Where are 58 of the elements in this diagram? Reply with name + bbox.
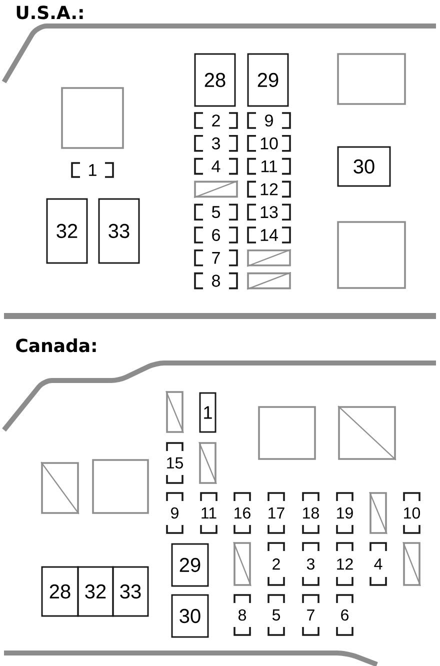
fuse: 12 bbox=[336, 542, 354, 586]
relay: 33 bbox=[112, 566, 149, 617]
empty-fuse-slot bbox=[166, 390, 184, 434]
empty-relay-slot bbox=[337, 53, 406, 105]
relay: 30 bbox=[337, 146, 391, 187]
fuse: 16 bbox=[234, 492, 251, 534]
fuse: 1 bbox=[71, 162, 114, 178]
empty-fuse-slot bbox=[402, 542, 421, 586]
fuse: 5 bbox=[194, 204, 238, 220]
fuse: 12 bbox=[247, 180, 291, 198]
fuse: 5 bbox=[268, 594, 285, 636]
section-heading: U.S.A.: bbox=[16, 6, 83, 20]
fuse: 13 bbox=[247, 204, 291, 220]
fuse: 15 bbox=[166, 442, 184, 484]
fuse: 11 bbox=[247, 158, 291, 175]
fuse: 9 bbox=[247, 112, 291, 129]
fuse: 3 bbox=[302, 542, 320, 586]
relay: 28 bbox=[41, 566, 79, 617]
fuse: 2 bbox=[268, 542, 285, 586]
relay: 33 bbox=[98, 198, 140, 264]
fuse: 4 bbox=[194, 158, 238, 175]
fuse: 7 bbox=[194, 250, 238, 266]
relay: 29 bbox=[171, 543, 209, 587]
relay: 29 bbox=[247, 53, 289, 107]
fuse: 9 bbox=[166, 492, 184, 534]
relay: 28 bbox=[194, 53, 236, 107]
section-heading: Canada: bbox=[16, 338, 96, 352]
empty-fuse-slot bbox=[246, 248, 292, 267]
fuse: 19 bbox=[336, 492, 354, 534]
fuse: 10 bbox=[403, 492, 420, 534]
fuse: 10 bbox=[247, 135, 291, 152]
empty-fuse-slot bbox=[198, 442, 217, 484]
fuse: 3 bbox=[194, 135, 238, 152]
fuse: 6 bbox=[336, 594, 354, 636]
fuse: 2 bbox=[194, 112, 238, 129]
fuse: 14 bbox=[247, 226, 291, 244]
relay: 32 bbox=[46, 198, 88, 264]
fuse: 18 bbox=[302, 492, 320, 534]
relay: 32 bbox=[77, 566, 114, 617]
fuse: 4 bbox=[370, 542, 387, 586]
empty-fuse-slot bbox=[233, 542, 252, 586]
empty-fuse-slot bbox=[369, 492, 388, 534]
fuse: 8 bbox=[194, 272, 238, 290]
fuse: 11 bbox=[200, 492, 218, 534]
relay: 30 bbox=[171, 594, 209, 638]
empty-relay-slot bbox=[258, 406, 316, 460]
empty-fuse-slot bbox=[194, 180, 238, 198]
empty-relay-slot bbox=[92, 459, 149, 514]
empty-relay-slot bbox=[40, 462, 80, 514]
fuse: 7 bbox=[302, 594, 320, 636]
fuse: 1 bbox=[199, 392, 216, 433]
empty-fuse-slot bbox=[246, 272, 292, 290]
fuse: 6 bbox=[194, 226, 238, 244]
empty-relay-slot bbox=[337, 221, 406, 289]
empty-relay-slot bbox=[338, 406, 396, 460]
fuse: 8 bbox=[234, 594, 251, 636]
empty-relay-slot bbox=[61, 87, 124, 149]
fuse: 17 bbox=[268, 492, 285, 534]
